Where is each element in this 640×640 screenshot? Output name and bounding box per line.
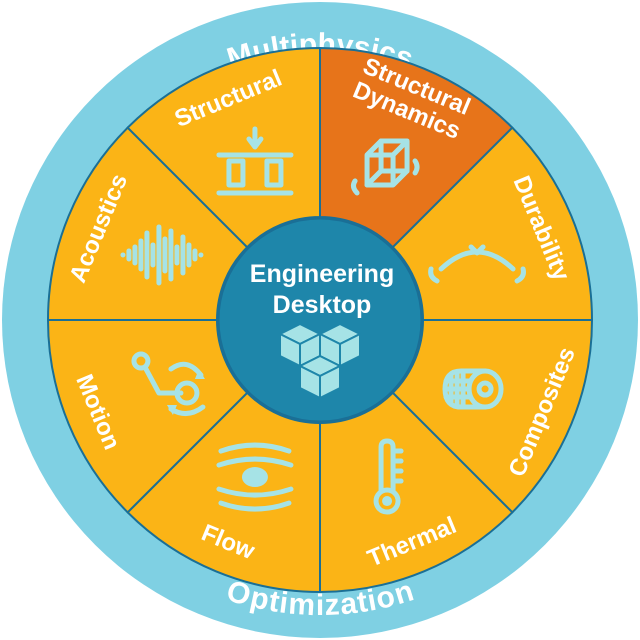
hub-title-line1: Engineering xyxy=(250,260,394,288)
flow-streamlines-icon xyxy=(216,442,294,512)
segments xyxy=(46,46,594,594)
sound-wave-icon xyxy=(120,224,204,286)
hub-circle[interactable] xyxy=(216,216,424,424)
hub-title-line2: Desktop xyxy=(273,291,372,319)
thermometer-icon xyxy=(373,438,404,515)
wireframe-cube-icon xyxy=(350,138,420,196)
loaded-beam-icon xyxy=(216,126,294,196)
stacked-cubes-icon xyxy=(279,323,361,399)
segment-icons xyxy=(120,126,526,515)
cracked-arc-icon xyxy=(428,244,526,284)
hub[interactable]: Engineering Desktop xyxy=(216,216,424,424)
fiber-roll-icon xyxy=(442,368,504,410)
linkage-arm-icon xyxy=(131,351,206,417)
